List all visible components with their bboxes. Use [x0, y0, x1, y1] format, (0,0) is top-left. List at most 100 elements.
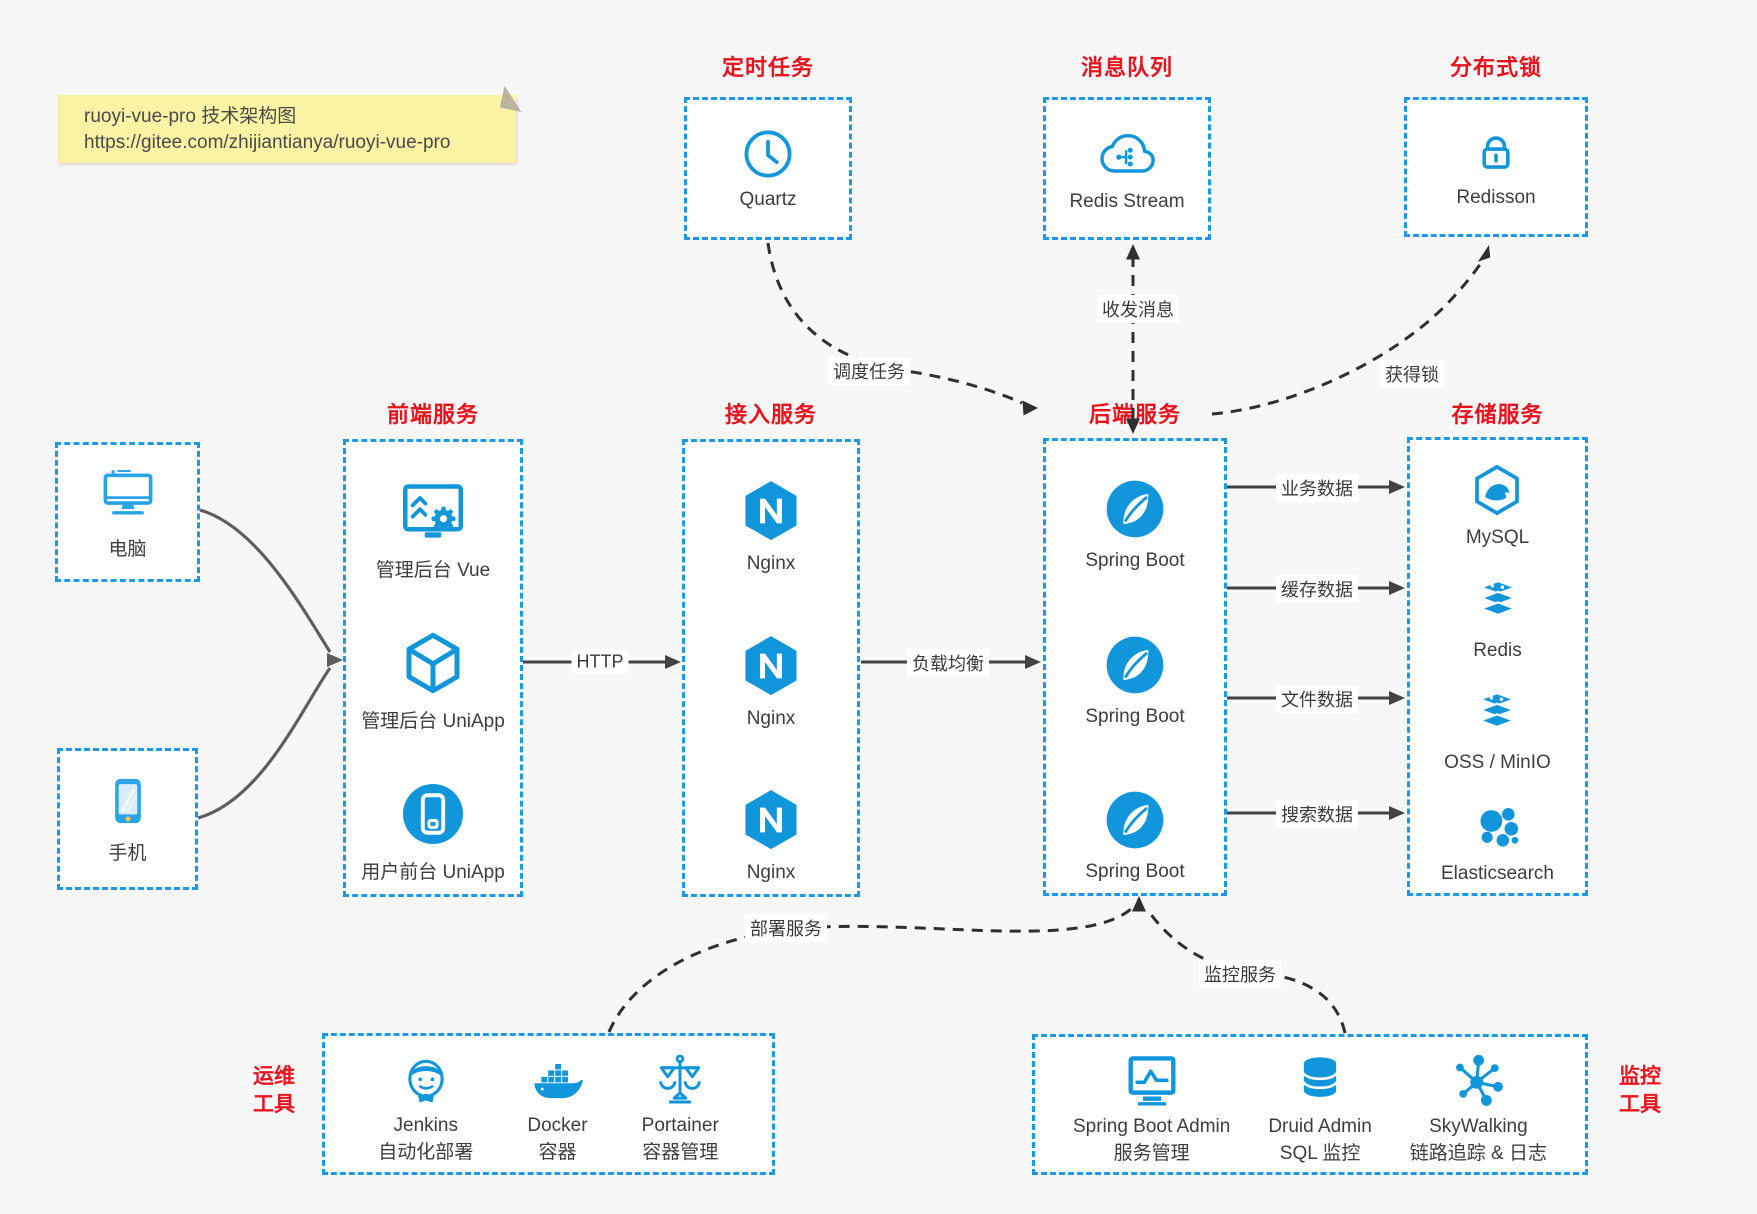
redis-icon	[1468, 573, 1528, 633]
node-mysql: MySQL	[1466, 460, 1529, 549]
panel-backend: Spring Boot Spring Boot Spring Boot	[1043, 438, 1227, 896]
node-label: MySQL	[1465, 527, 1530, 548]
panel-gateway: Nginx Nginx Nginx	[682, 439, 860, 897]
side-label-monitor-tools: 监控 工具	[1602, 1063, 1678, 1119]
node-label: 管理后台 Vue	[375, 560, 491, 581]
node-druid-admin: Druid Admin SQL 监控	[1268, 1050, 1372, 1166]
node-spring-boot-admin: Spring Boot Admin 服务管理	[1073, 1050, 1230, 1166]
clock-icon	[740, 126, 796, 182]
desktop-icon	[97, 463, 159, 525]
panel-distributed-lock: Redisson	[1404, 97, 1588, 237]
side-label-line: 工具	[1619, 1093, 1661, 1116]
elasticsearch-icon	[1469, 798, 1527, 856]
node-sublabel: 容器	[538, 1142, 577, 1163]
node-quartz: Quartz	[739, 126, 797, 211]
node-label: Jenkins	[393, 1115, 458, 1136]
node-label: OSS / MinIO	[1444, 752, 1551, 774]
mobile-icon	[100, 773, 156, 829]
edge-label-search-data: 搜索数据	[1276, 800, 1358, 828]
node-sublabel: 容器管理	[642, 1142, 719, 1163]
node-spring-boot-2: Spring Boot	[1085, 631, 1185, 728]
arrowhead-messages-up	[1126, 244, 1140, 260]
spring-boot-icon	[1101, 631, 1169, 699]
arrowhead-http	[665, 655, 681, 669]
node-skywalking: SkyWalking 链路追踪 & 日志	[1410, 1050, 1547, 1166]
portainer-icon	[649, 1049, 711, 1111]
node-nginx-2: Nginx	[736, 631, 806, 730]
node-redis-stream: Redis Stream	[1069, 124, 1185, 213]
client-label: 手机	[108, 843, 147, 864]
panel-frontend: 管理后台 Vue 管理后台 UniApp 用户前台 UniApp	[343, 439, 523, 897]
edge-label-file-data: 文件数据	[1276, 685, 1358, 713]
edge-label-deploy-service: 部署服务	[745, 914, 827, 942]
node-label: Docker	[527, 1115, 588, 1136]
node-redisson: Redisson	[1456, 126, 1536, 209]
node-label: Nginx	[746, 862, 796, 883]
arrowhead-file-data	[1389, 691, 1405, 705]
nginx-icon	[736, 476, 806, 546]
admin-vue-icon	[397, 476, 469, 548]
node-spring-boot-1: Spring Boot	[1085, 475, 1185, 572]
node-oss-minio: OSS / MinIO	[1444, 685, 1551, 774]
edge-deploy-service	[607, 907, 1132, 1033]
oss-minio-icon	[1467, 685, 1527, 745]
edge-label-business-data: 业务数据	[1276, 474, 1358, 502]
panel-message-queue: Redis Stream	[1043, 97, 1211, 240]
node-admin-vue: 管理后台 Vue	[376, 476, 490, 582]
edge-label-send-receive-messages: 收发消息	[1097, 295, 1179, 323]
node-elasticsearch: Elasticsearch	[1441, 798, 1554, 885]
node-label: Spring Boot	[1085, 705, 1185, 727]
spring-boot-admin-icon	[1121, 1050, 1183, 1112]
node-label: Redisson	[1456, 186, 1536, 208]
edge-acquire-lock	[1211, 256, 1487, 416]
section-title-scheduled-tasks: 定时任务	[721, 55, 814, 80]
edge-label-http: HTTP	[571, 650, 629, 674]
side-label-line: 工具	[253, 1093, 295, 1116]
panel-scheduled-tasks: Quartz	[684, 97, 852, 240]
docker-icon	[526, 1049, 588, 1111]
arrowhead-search-data	[1389, 806, 1405, 820]
node-nginx-1: Nginx	[736, 476, 806, 575]
arrowhead-load-balance	[1025, 655, 1041, 669]
node-label: Spring Boot	[1085, 550, 1185, 571]
druid-icon	[1289, 1050, 1351, 1112]
node-portainer: Portainer 容器管理	[642, 1049, 719, 1165]
edge-label-cache-data: 缓存数据	[1276, 575, 1358, 603]
spring-boot-icon	[1101, 475, 1169, 543]
node-sublabel: SQL 监控	[1279, 1143, 1361, 1164]
uniapp-cube-icon	[397, 627, 469, 699]
panel-monitor-tools: Spring Boot Admin 服务管理 Druid Admin SQL 监…	[1032, 1034, 1588, 1175]
node-label: Druid Admin	[1268, 1116, 1372, 1137]
panel-storage: MySQL Redis OSS / MinIO Elasticsearch	[1407, 437, 1588, 896]
jenkins-icon	[395, 1049, 457, 1111]
user-app-icon	[397, 778, 469, 850]
panel-client-phone: 手机	[57, 748, 198, 890]
arrowhead-deploy-monitor	[1132, 896, 1146, 912]
node-label: Elasticsearch	[1441, 862, 1554, 884]
node-docker: Docker 容器	[526, 1049, 588, 1165]
section-title-storage: 存储服务	[1451, 402, 1544, 427]
sticky-note: ruoyi-vue-pro 技术架构图 https://gitee.com/zh…	[58, 85, 527, 163]
edge-label-acquire-lock: 获得锁	[1380, 360, 1444, 388]
edge-label-schedule-task: 调度任务	[828, 357, 910, 385]
section-title-gateway: 接入服务	[724, 402, 817, 427]
section-title-message-queue: 消息队列	[1080, 55, 1173, 80]
edge-phone-to-frontend	[197, 667, 332, 820]
edge-label-monitor-service: 监控服务	[1199, 960, 1281, 988]
nginx-icon	[736, 785, 806, 855]
node-user-uniapp: 用户前台 UniApp	[361, 778, 505, 884]
panel-ops-tools: Jenkins 自动化部署 Docker 容器 Portainer 容器管理	[322, 1033, 775, 1175]
node-label: Nginx	[746, 553, 796, 574]
arrowhead-cache-data	[1389, 581, 1405, 595]
edge-label-load-balance: 负载均衡	[907, 649, 989, 677]
node-spring-boot-3: Spring Boot	[1085, 786, 1185, 883]
skywalking-icon	[1447, 1050, 1509, 1112]
side-label-ops-tools: 运维 工具	[236, 1063, 312, 1119]
panel-client-pc: 电脑	[55, 442, 200, 582]
lock-icon	[1469, 126, 1523, 180]
node-label: Redis Stream	[1069, 191, 1185, 212]
note-url: https://gitee.com/zhijiantianya/ruoyi-vu…	[84, 132, 451, 153]
node-label: Spring Boot	[1085, 861, 1185, 882]
note-fold-corner	[499, 85, 527, 113]
